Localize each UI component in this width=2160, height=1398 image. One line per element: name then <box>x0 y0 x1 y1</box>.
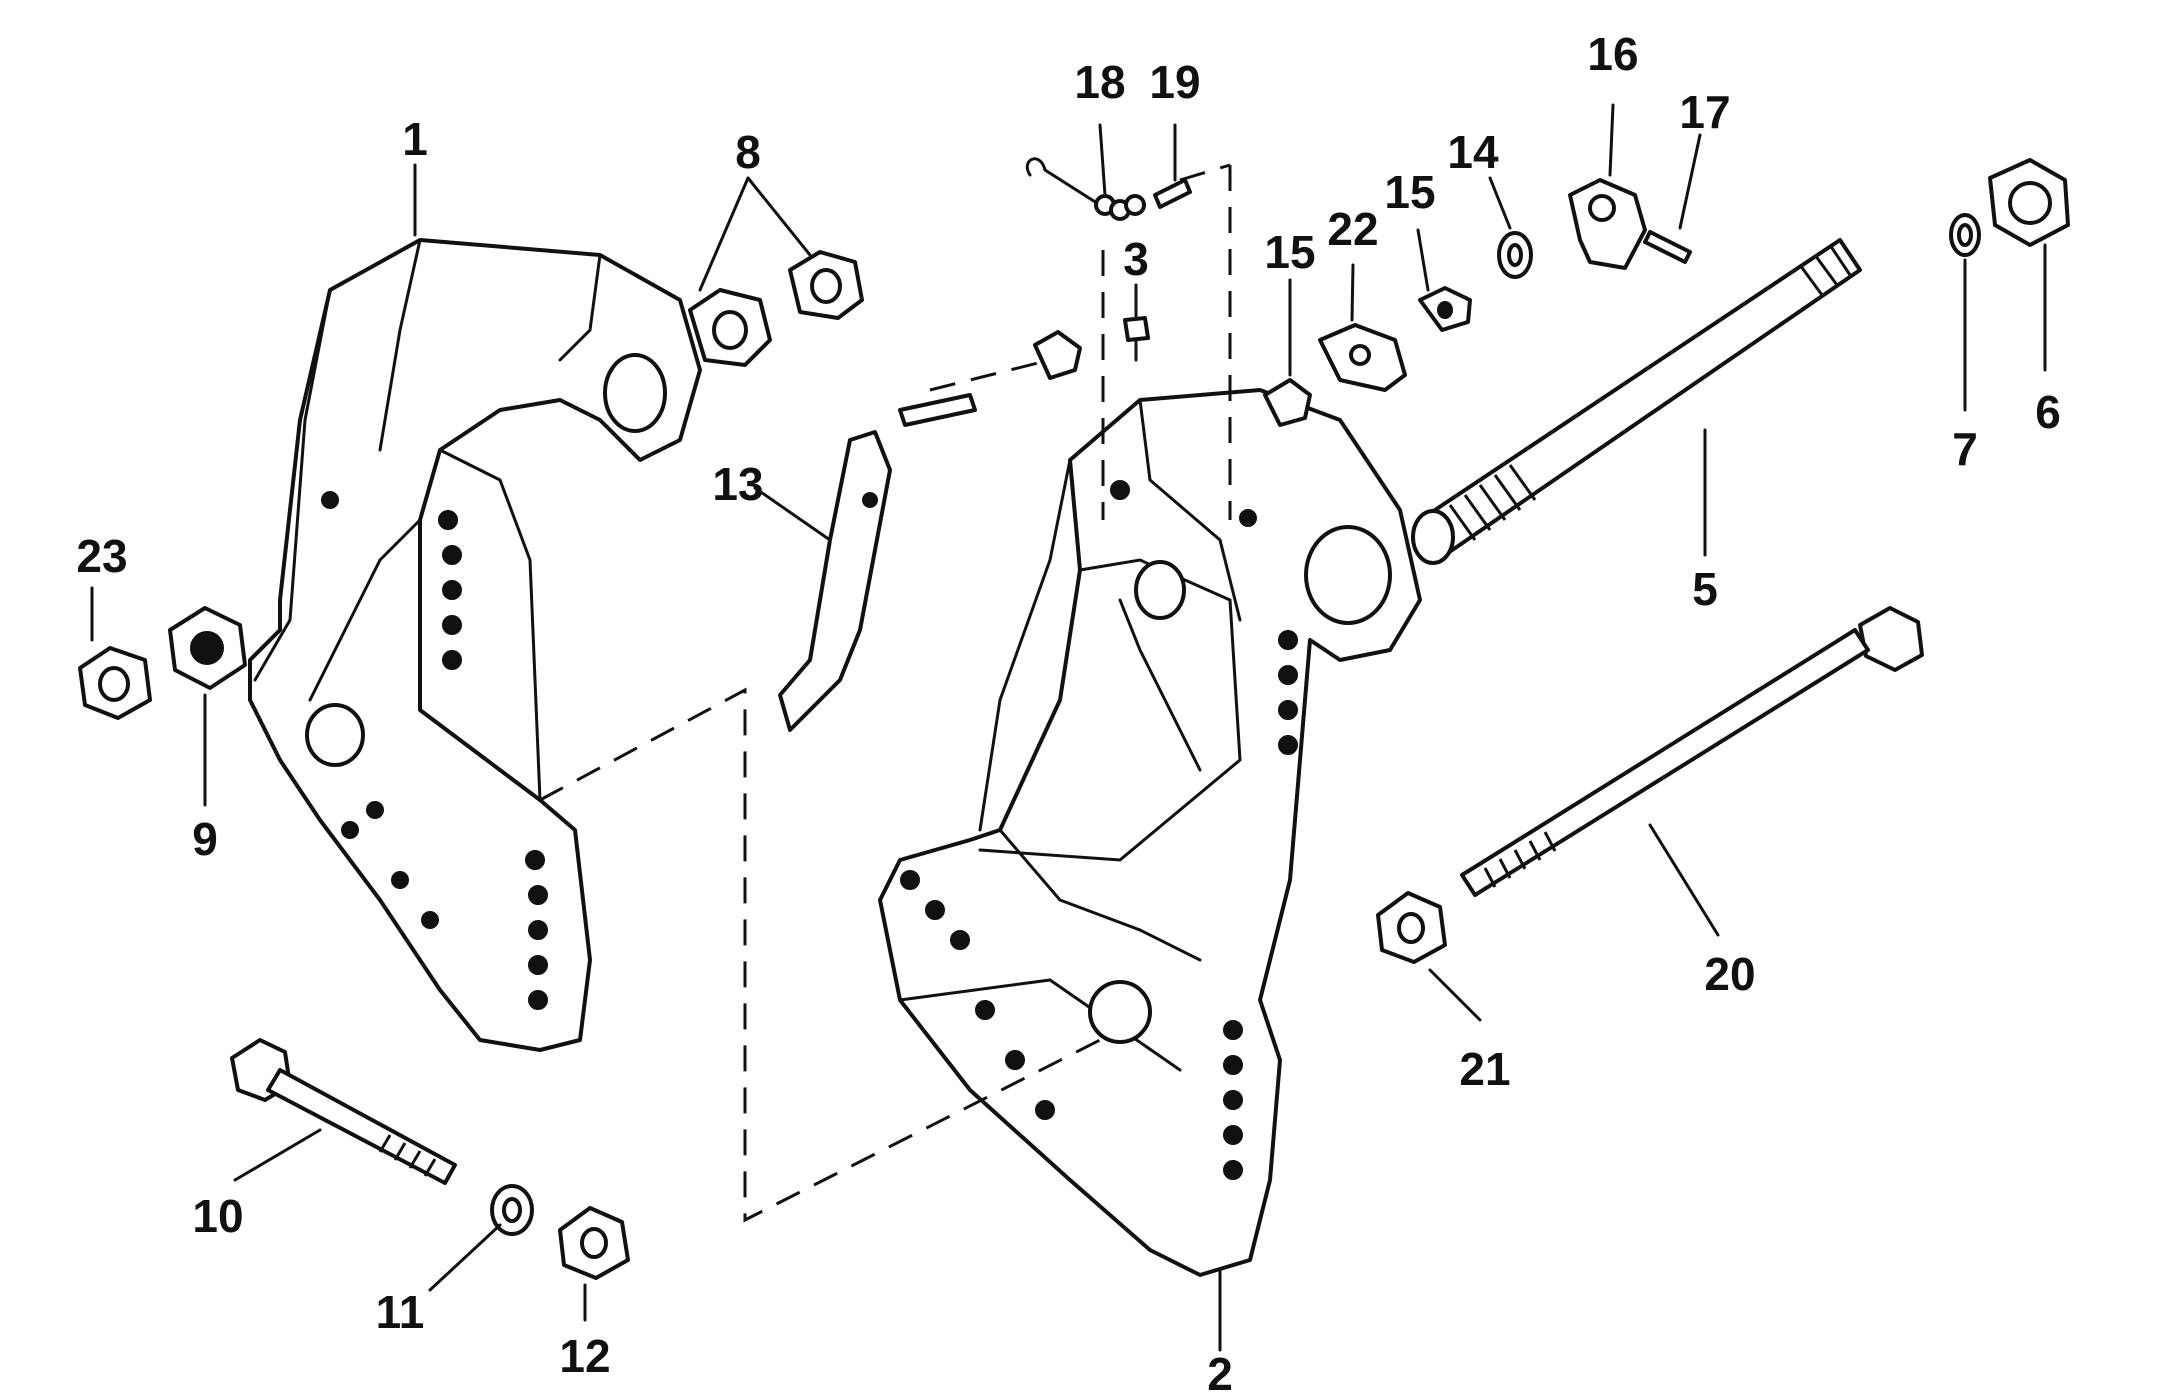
roll-pin <box>1643 230 1692 264</box>
nut-21 <box>1376 891 1447 964</box>
clamp-bracket-right <box>878 388 1422 1277</box>
spring <box>1025 157 1146 221</box>
bracket-left-adjust-holes <box>321 491 548 1010</box>
callout-21: 21 <box>1459 1043 1510 1095</box>
callout-15a: 15 <box>1264 226 1315 278</box>
callout-3: 3 <box>1123 233 1149 285</box>
tilt-tube <box>1411 238 1862 565</box>
callout-10: 10 <box>192 1190 243 1242</box>
callout-6: 6 <box>2035 386 2061 438</box>
callout-23: 23 <box>76 530 127 582</box>
bushing-washers <box>688 250 864 367</box>
callout-1: 1 <box>402 113 428 165</box>
callout-labels: 1 8 23 9 10 11 12 13 2 3 15 22 15 14 16 … <box>76 28 2060 1398</box>
tilt-lock-cam <box>1568 178 1647 270</box>
tilt-lever <box>778 393 977 732</box>
callout-13: 13 <box>712 458 763 510</box>
tilt-tube-nut <box>1988 158 2070 247</box>
callout-15b: 15 <box>1384 166 1435 218</box>
callout-12: 12 <box>559 1330 610 1382</box>
callout-20: 20 <box>1704 948 1755 1000</box>
spring-pin <box>1153 178 1192 209</box>
callout-8: 8 <box>735 126 761 178</box>
washer-14 <box>1497 231 1533 279</box>
bolt-10 <box>230 1038 457 1185</box>
bushing-15-right <box>1263 378 1312 427</box>
through-bolt <box>1460 606 1924 897</box>
callout-leaders <box>90 103 2047 1352</box>
bushing-15-upper <box>1418 286 1472 332</box>
washer-11 <box>490 1184 534 1236</box>
callout-2: 2 <box>1207 1348 1233 1398</box>
callout-14: 14 <box>1447 126 1499 178</box>
tilt-tube-washer <box>1949 213 1981 257</box>
nut-23 <box>78 646 152 720</box>
callout-5: 5 <box>1692 563 1718 615</box>
callout-18: 18 <box>1074 56 1125 108</box>
lock-plate <box>1318 323 1407 392</box>
callout-11: 11 <box>376 1286 425 1338</box>
locknut-9 <box>168 606 247 690</box>
clamp-bracket-left <box>248 238 702 1052</box>
assembly-dashed-lines <box>539 163 1232 1223</box>
callout-16: 16 <box>1587 28 1638 80</box>
grease-fitting <box>1123 316 1150 362</box>
callout-9: 9 <box>192 813 218 865</box>
callout-17: 17 <box>1679 86 1730 138</box>
callout-19: 19 <box>1149 56 1200 108</box>
callout-22: 22 <box>1327 203 1378 255</box>
nut-12 <box>558 1206 630 1280</box>
bushing-15-left <box>1033 330 1082 380</box>
bracket-right-adjust-holes <box>900 480 1298 1180</box>
callout-7: 7 <box>1952 423 1978 475</box>
